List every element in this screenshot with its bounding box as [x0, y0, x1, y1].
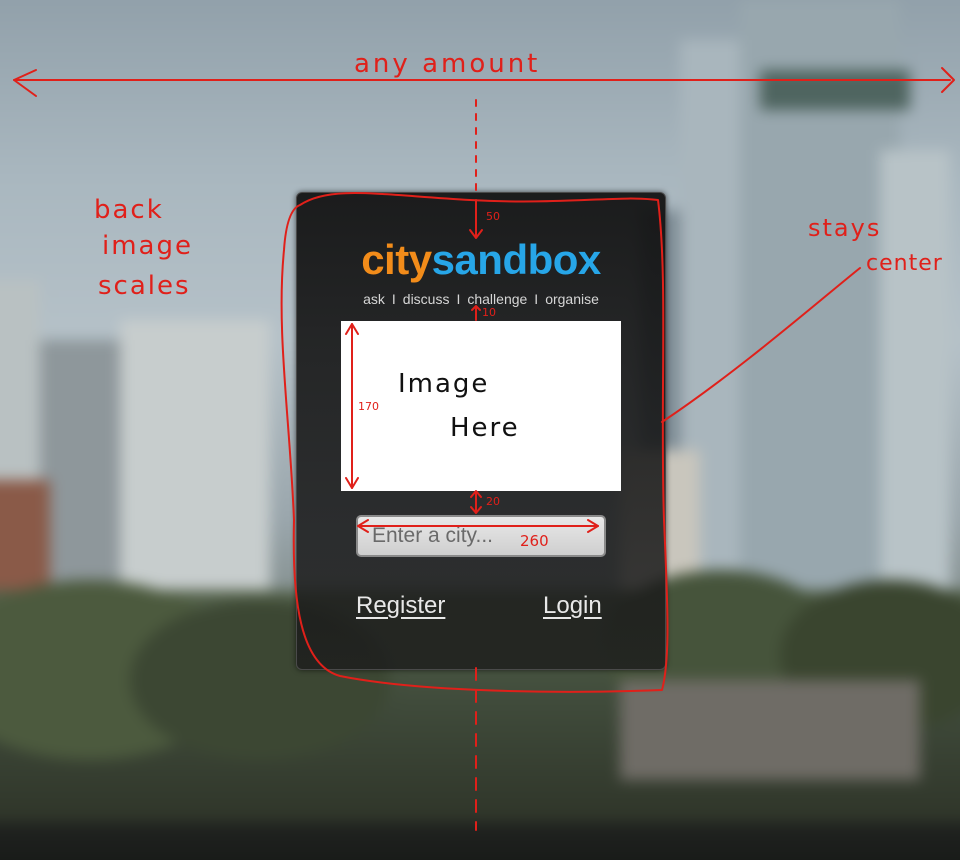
image-placeholder: [341, 321, 621, 491]
tagline-organise: organise: [545, 291, 599, 307]
tagline-separator: I: [456, 291, 461, 307]
register-link[interactable]: Register: [356, 592, 446, 619]
tagline-ask: ask: [363, 291, 385, 307]
city-search-input[interactable]: [356, 515, 606, 557]
login-link[interactable]: Login: [543, 592, 602, 619]
tagline-separator: I: [391, 291, 396, 307]
tagline-separator: I: [534, 291, 539, 307]
tagline-challenge: challenge: [467, 291, 528, 307]
brand-logo: citysandbox: [297, 237, 665, 283]
brand-sandbox: sandbox: [431, 236, 602, 283]
tagline-discuss: discuss: [402, 291, 450, 307]
brand-city: city: [361, 236, 432, 283]
